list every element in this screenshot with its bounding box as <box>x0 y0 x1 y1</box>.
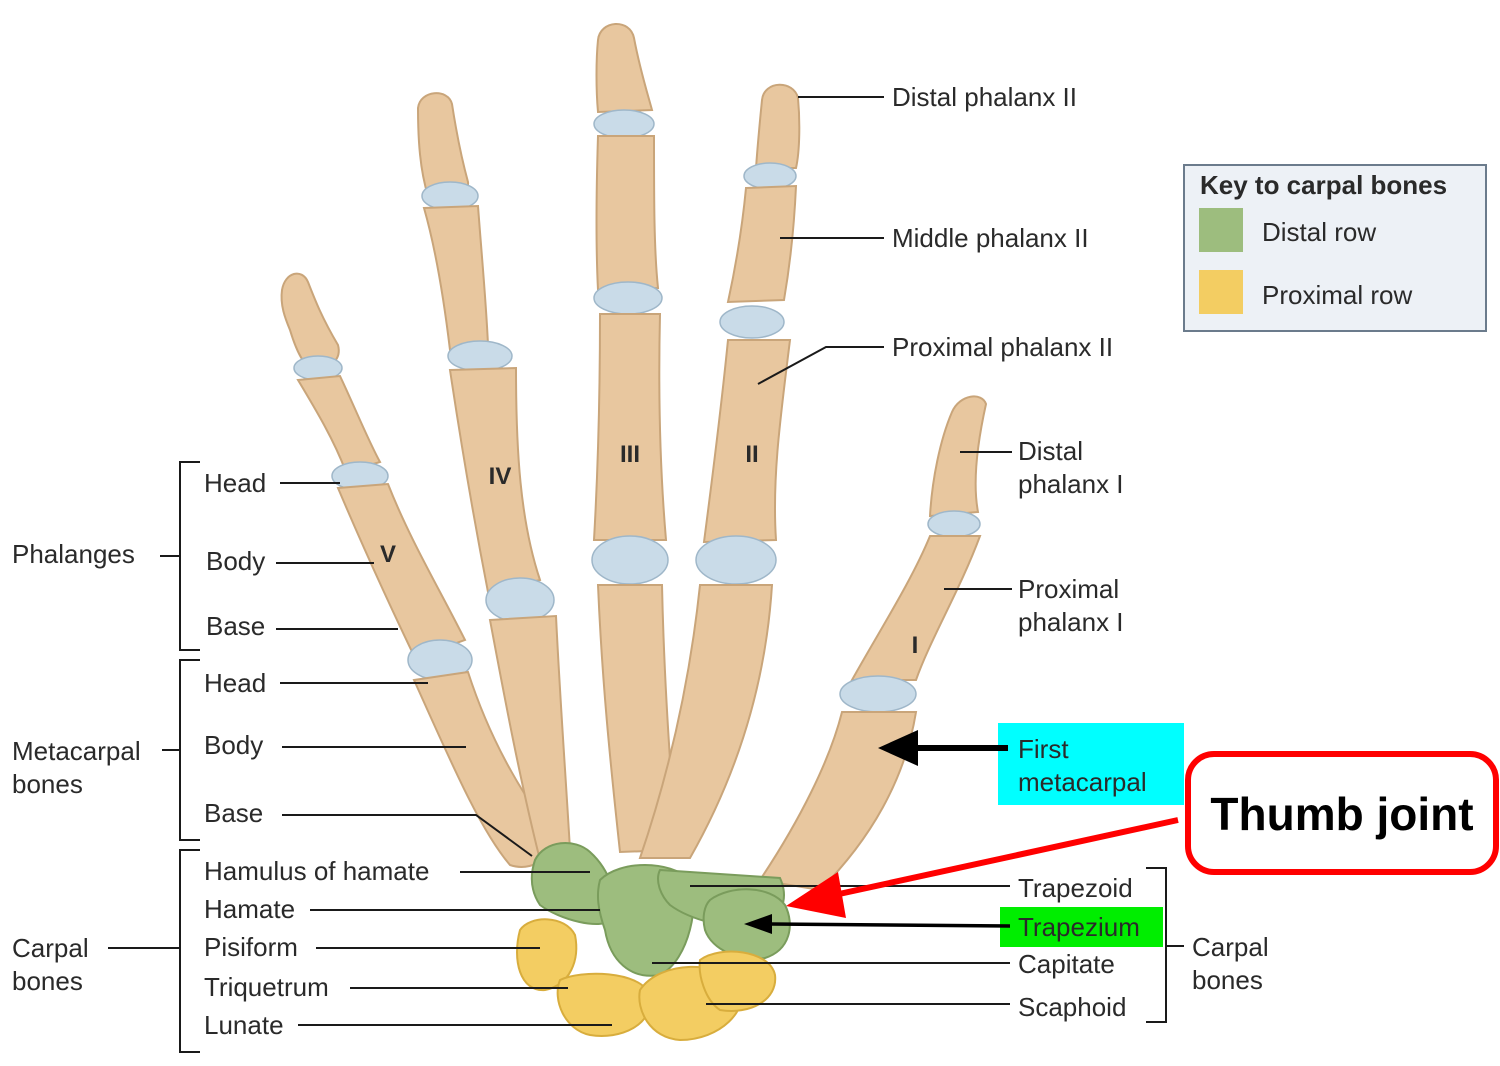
digit-ii <box>638 83 801 859</box>
carpal-bracket-left <box>108 849 200 1053</box>
left-labels: Phalanges Metacarpal bones Carpal bones … <box>12 461 612 1053</box>
label-distal-phalanx-i-line1: Distal <box>1018 436 1083 466</box>
key-swatch-distal <box>1199 208 1243 252</box>
label-carpal-bones-right-line2: bones <box>1192 965 1263 995</box>
label-trapezium: Trapezium <box>1018 912 1140 942</box>
label-distal-phalanx-i-line2: phalanx I <box>1018 469 1124 499</box>
label-carpal-bones-right-line1: Carpal <box>1192 932 1269 962</box>
right-labels: Distal phalanx II Middle phalanx II Prox… <box>652 82 1269 1023</box>
label-phalanx-base: Base <box>206 611 265 641</box>
digit-iv <box>416 92 572 862</box>
key-label-proximal: Proximal row <box>1262 280 1412 310</box>
thumb-joint-callout: Thumb joint <box>786 751 1499 918</box>
carpal-bracket-right <box>1146 867 1184 1023</box>
first-metacarpal-arrowhead <box>878 730 918 766</box>
label-hamulus-of-hamate: Hamulus of hamate <box>204 856 429 886</box>
label-metacarpal-body: Body <box>204 730 263 760</box>
label-distal-phalanx-ii: Distal phalanx II <box>892 82 1077 112</box>
numeral-iv: IV <box>489 463 512 490</box>
thumb-joint-box <box>1185 751 1499 875</box>
label-trapezoid: Trapezoid <box>1018 873 1133 903</box>
label-phalanx-head: Head <box>204 468 266 498</box>
digit-i <box>758 395 988 892</box>
label-pisiform: Pisiform <box>204 932 298 962</box>
thumb-joint-arrowhead <box>786 872 846 918</box>
group-phalanges: Phalanges <box>12 539 135 569</box>
key-swatch-proximal <box>1199 270 1243 314</box>
trapezium-highlight <box>1000 907 1163 947</box>
trapezium-arrow <box>769 922 1011 928</box>
numeral-ii: II <box>745 441 758 468</box>
carpal-bones <box>516 841 791 1042</box>
hand-illustration <box>280 23 988 1042</box>
trapezium-arrowhead <box>744 914 772 934</box>
group-carpal-line1: Carpal <box>12 933 89 963</box>
key-title: Key to carpal bones <box>1200 170 1447 200</box>
label-lunate: Lunate <box>204 1010 284 1040</box>
label-hamate: Hamate <box>204 894 295 924</box>
digit-numerals: V IV III II I <box>380 441 918 659</box>
label-phalanx-body: Body <box>206 546 265 576</box>
label-metacarpal-head: Head <box>204 668 266 698</box>
numeral-i: I <box>912 632 919 659</box>
label-first-metacarpal-line2: metacarpal <box>1018 767 1147 797</box>
phalanges-bracket <box>160 461 200 651</box>
numeral-iii: III <box>620 441 640 468</box>
label-proximal-phalanx-ii: Proximal phalanx II <box>892 332 1113 362</box>
key-label-distal: Distal row <box>1262 217 1376 247</box>
group-metacarpal-line1: Metacarpal <box>12 736 141 766</box>
metacarpal-bracket <box>162 659 200 841</box>
label-metacarpal-base: Base <box>204 798 263 828</box>
label-proximal-phalanx-i-line1: Proximal <box>1018 574 1119 604</box>
thumb-joint-text: Thumb joint <box>1210 788 1473 840</box>
carpal-key: Key to carpal bones Distal row Proximal … <box>1183 164 1487 332</box>
group-carpal-line2: bones <box>12 966 83 996</box>
digit-v <box>280 272 552 868</box>
thumb-joint-arrow <box>829 817 1179 899</box>
label-scaphoid: Scaphoid <box>1018 992 1126 1022</box>
first-metacarpal-highlight <box>998 723 1184 805</box>
label-triquetrum: Triquetrum <box>204 972 329 1002</box>
digit-iii <box>591 23 678 854</box>
label-middle-phalanx-ii: Middle phalanx II <box>892 223 1089 253</box>
label-capitate: Capitate <box>1018 949 1115 979</box>
numeral-v: V <box>380 541 396 568</box>
label-first-metacarpal-line1: First <box>1018 734 1069 764</box>
label-proximal-phalanx-i-line2: phalanx I <box>1018 607 1124 637</box>
group-metacarpal-line2: bones <box>12 769 83 799</box>
